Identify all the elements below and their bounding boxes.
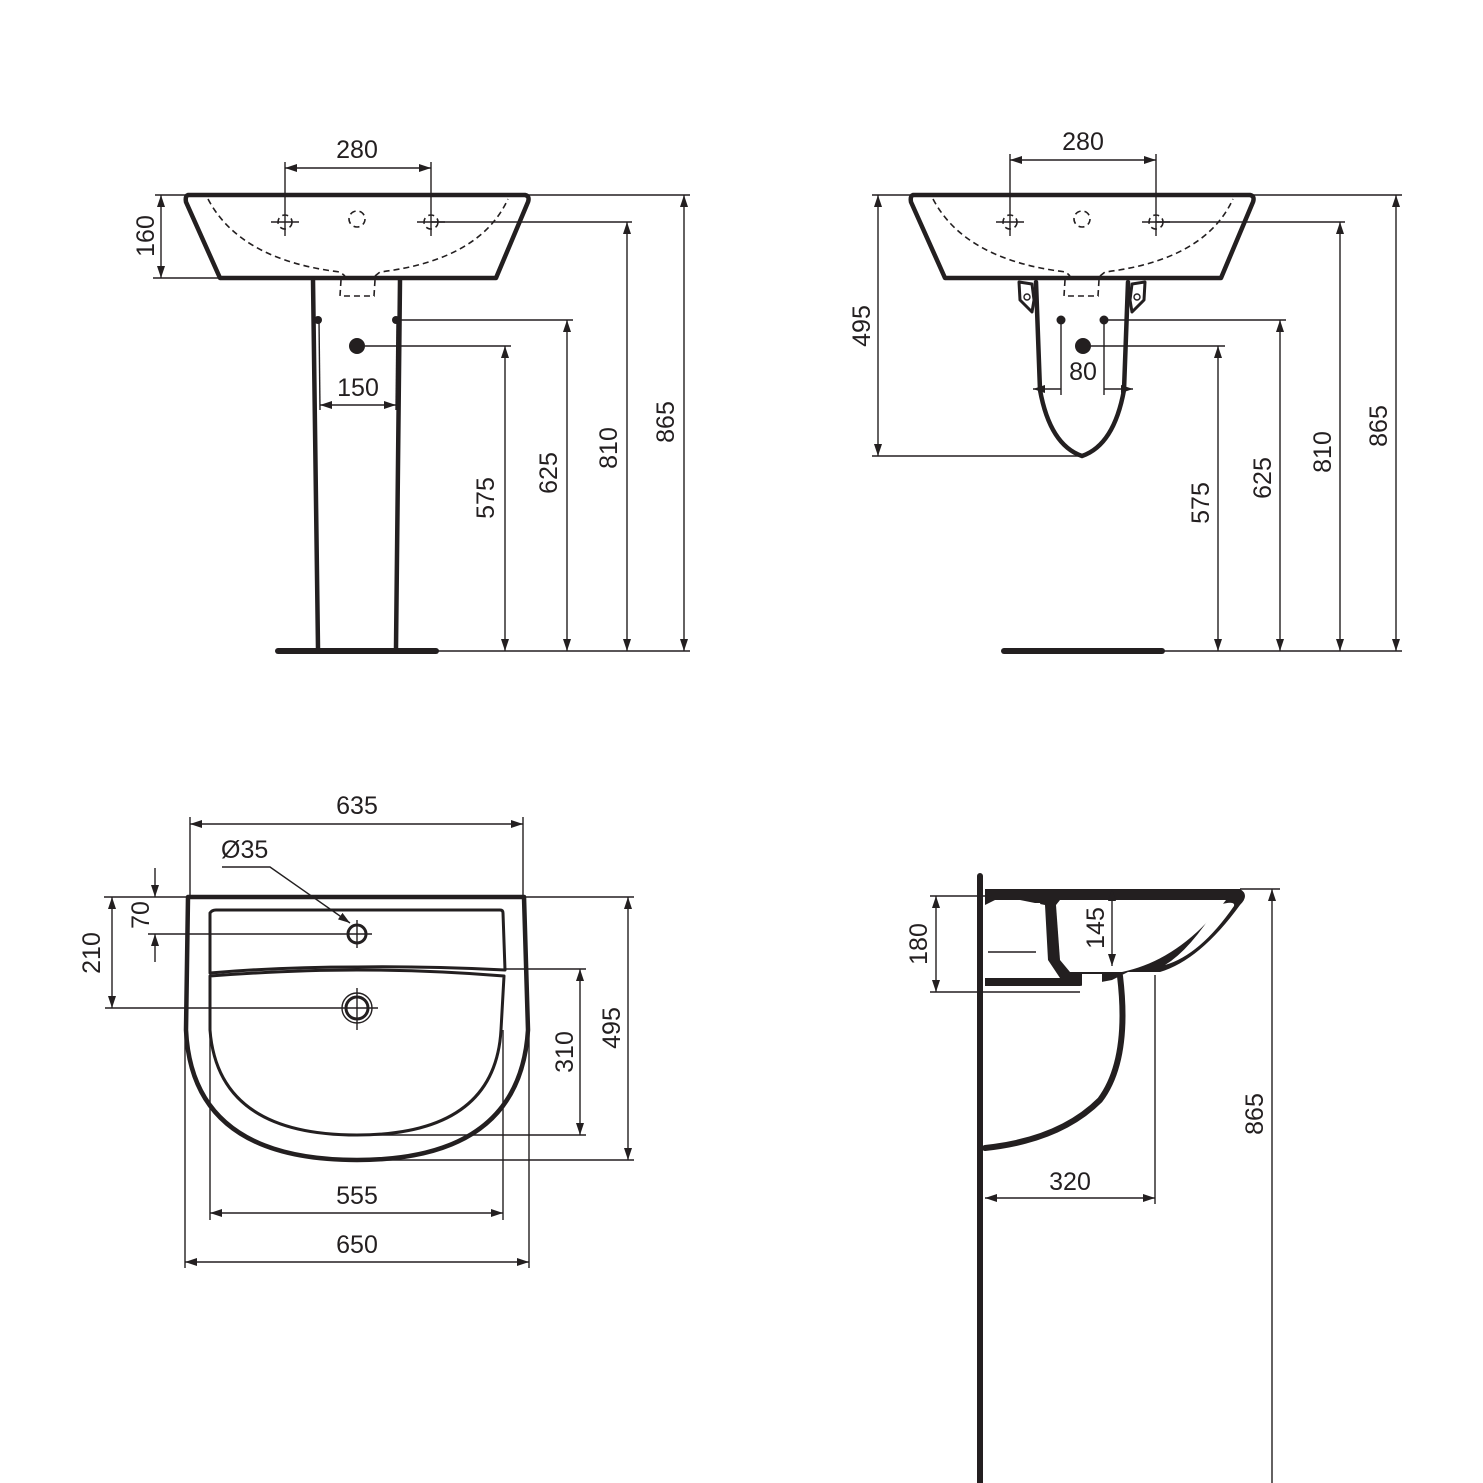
- dim-bowl-level: 810: [595, 427, 623, 469]
- view-side-section: 180 145 865 320: [905, 873, 1280, 1483]
- dim-bowl-width: 555: [336, 1182, 378, 1210]
- dim-waste-height: 575: [1187, 482, 1215, 524]
- waste-hidden-line: [339, 279, 376, 297]
- bracket-left-icon: [1017, 280, 1036, 314]
- basin-deck-outline: [208, 908, 507, 975]
- dim-projection-waste: 320: [1049, 1168, 1091, 1196]
- dim-supply-height: 625: [1249, 457, 1277, 499]
- view-plan: Ø35 635 70 210 310 495 555 650: [78, 792, 634, 1268]
- wall-line: [977, 873, 983, 1483]
- bowl-hidden-line: [207, 198, 509, 277]
- waste-outlet: [349, 338, 365, 354]
- dim-overall-drop: 495: [848, 305, 876, 347]
- dim-supply-spacing: 80: [1069, 358, 1097, 386]
- dim-rim-height: 865: [1365, 405, 1393, 447]
- dim-rim-height: 865: [652, 401, 680, 443]
- dim-waste-height: 575: [472, 477, 500, 519]
- dim-bowl-depth: 310: [551, 1031, 579, 1073]
- dim-waste-from-back: 210: [78, 932, 106, 974]
- fixing-point-left: [314, 316, 322, 324]
- dim-rim-height: 865: [1241, 1093, 1269, 1135]
- dim-bowl-level: 810: [1309, 431, 1337, 473]
- dim-bowl-depth: 145: [1082, 907, 1110, 949]
- center-tap-hole-icon: [1073, 210, 1091, 228]
- basin-outline: [183, 192, 531, 281]
- waste-outlet: [1075, 338, 1091, 354]
- center-tap-hole-icon: [348, 210, 366, 228]
- dim-tap-spacing: 280: [1062, 128, 1104, 156]
- pedestal-outline: [310, 277, 403, 651]
- dim-supply-height: 625: [535, 452, 563, 494]
- dim-inner-width: 635: [336, 792, 378, 820]
- dim-basin-body-height: 180: [905, 923, 933, 965]
- bowl-hidden-line: [932, 198, 1234, 277]
- dim-overall-depth: 495: [598, 1007, 626, 1049]
- dim-tap-hole-diameter: Ø35: [221, 836, 268, 864]
- semi-pedestal-section: [982, 973, 1126, 1151]
- dim-basin-height: 160: [132, 215, 160, 257]
- dim-pedestal-fixings: 150: [337, 374, 379, 402]
- view-semi-pedestal-front: 80 280 495 575 625 810 865: [848, 128, 1402, 654]
- view-pedestal-front: 280 160 150 575 625 810 865: [132, 136, 690, 654]
- dim-tap-from-back: 70: [127, 901, 155, 929]
- dim-overall-width: 650: [336, 1231, 378, 1259]
- basin-outline: [908, 192, 1256, 281]
- fixing-point-right: [392, 316, 400, 324]
- bracket-right-icon: [1128, 280, 1147, 314]
- dim-tap-spacing: 280: [336, 136, 378, 164]
- bowl-outline: [208, 968, 506, 1137]
